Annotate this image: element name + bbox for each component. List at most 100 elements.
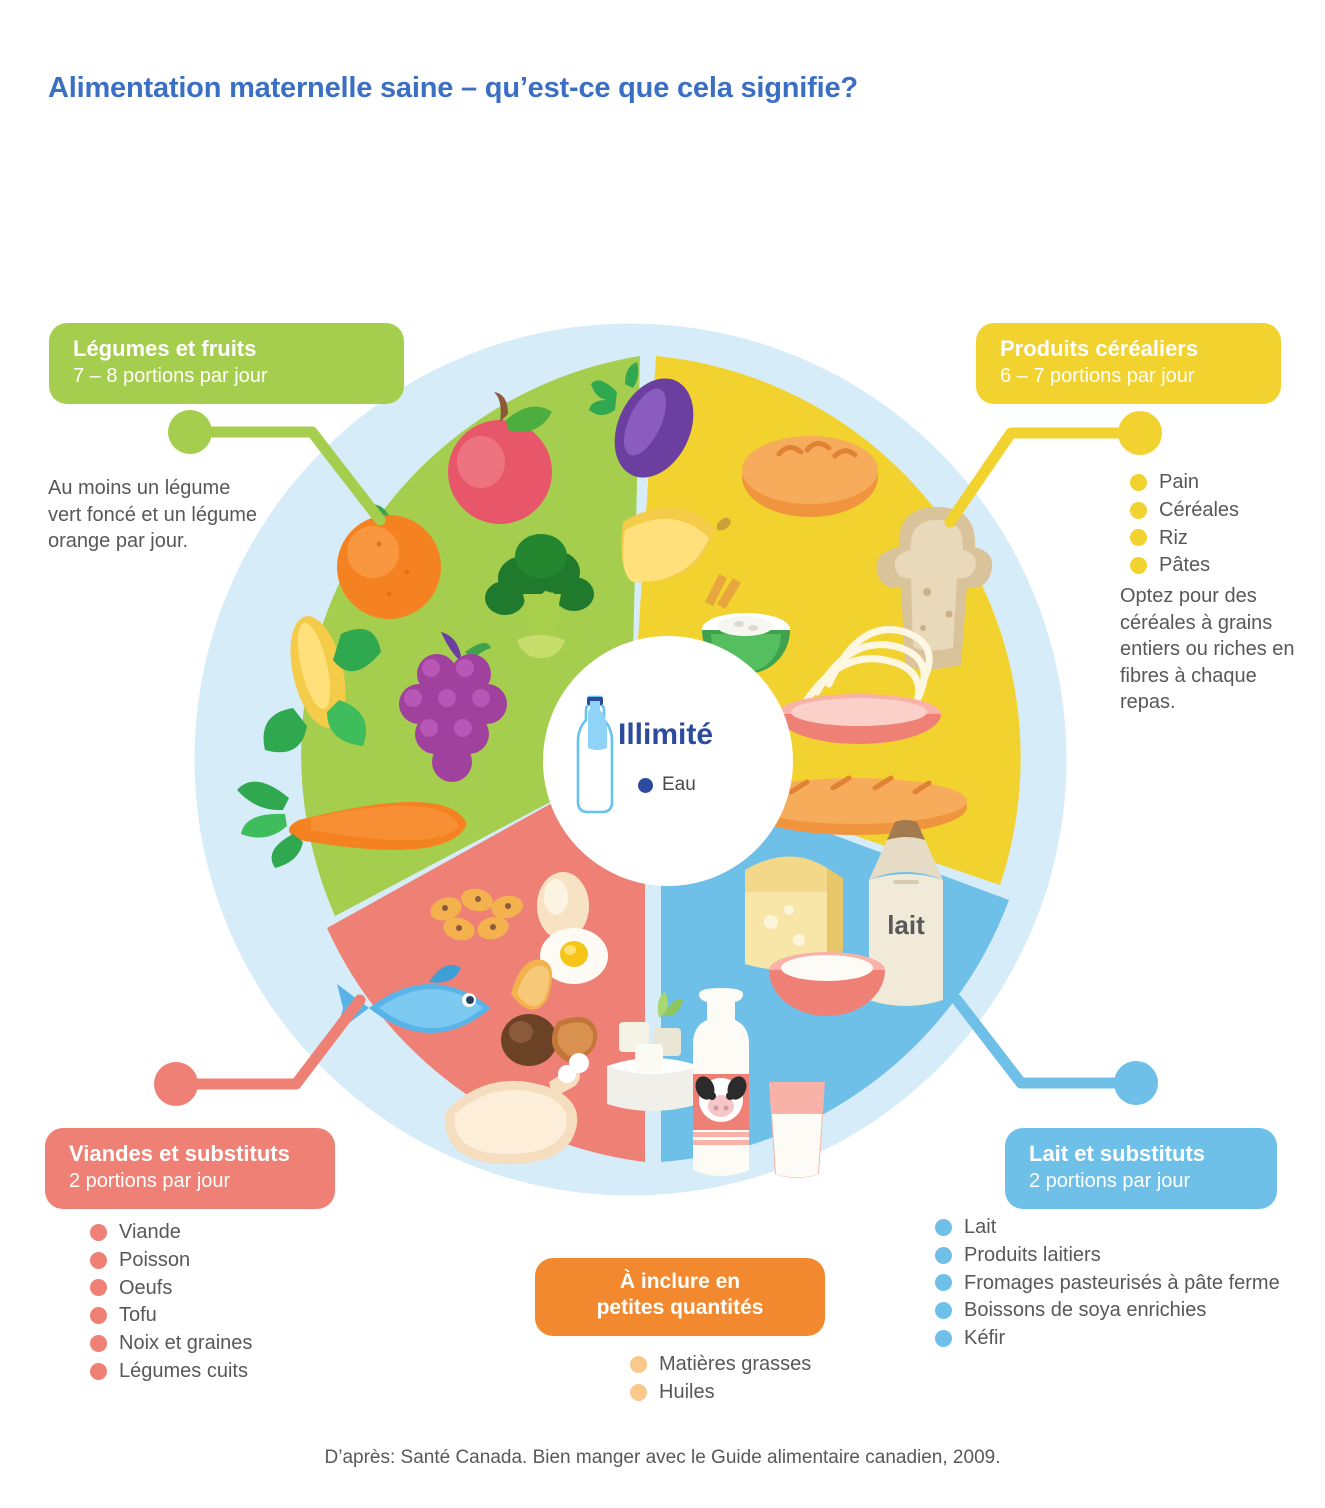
segment-meat [327,759,645,1162]
callout-meat[interactable]: Viandes et substituts 2 portions par jou… [45,1128,335,1210]
bullet-dot-icon [935,1302,952,1320]
bullet-dot-icon [630,1355,647,1373]
note-vegetables: Au moins un légume vert foncé et un légu… [48,477,258,553]
food-icon-milk-glass [769,1082,825,1178]
food-icon-chicken [444,1053,589,1164]
list-item: Noix et graines [90,1331,252,1356]
list-item: Kéfir [935,1326,1280,1351]
food-icon-orange [337,504,441,619]
connector-dot-grains [1118,411,1162,455]
bullet-dot-icon [935,1218,952,1236]
bullet-dot-icon [1130,473,1147,491]
center-water-item: Eau [638,774,696,796]
callout-milk-title: Lait et substituts [1029,1141,1206,1166]
list-item-label: Fromages pasteurisés à pâte ferme [964,1271,1280,1294]
callout-grains-title: Produits céréaliers [1000,336,1199,361]
food-icon-milk-carton: lait [869,820,943,1006]
center-water-label: Eau [662,774,696,795]
page-title: Alimentation maternelle saine – qu’est-c… [48,72,858,104]
list-item-label: Produits laitiers [964,1243,1101,1266]
food-icon-bread-loaf [742,436,878,517]
callout-fats[interactable]: À inclure en petites quantités [535,1258,825,1336]
bullet-dot-icon [90,1223,107,1241]
list-item: Boissons de soya enrichies [935,1298,1280,1323]
list-item: Pâtes [1130,553,1239,578]
food-icon-eggplant [589,362,694,478]
food-icon-carrot [237,781,467,868]
list-item-label: Tofu [119,1304,157,1327]
callout-fats-title-line1: À inclure en [619,1270,741,1293]
bullet-dot-icon [90,1362,107,1380]
list-item-label: Pâtes [1159,554,1211,577]
callout-milk-portions: 2 portions par jour [1029,1170,1191,1193]
bullet-dot-icon [1130,529,1147,547]
food-icon-rice-bowl [702,574,790,674]
list-item: Céréales [1130,498,1239,523]
callout-grains-portions: 6 – 7 portions par jour [1000,365,1195,388]
food-icon-corn [263,616,381,753]
list-item-label: Pain [1159,471,1200,493]
water-bullet-dot [638,777,653,793]
bullet-dot-icon [90,1335,107,1353]
bullet-dot-icon [90,1279,107,1297]
food-icon-beans [430,888,523,941]
list-item: Poisson [90,1248,252,1273]
food-icon-nuts [501,959,598,1066]
list-item-label: Légumes cuits [119,1359,248,1382]
list-fats: Matières grasses Huiles [630,1352,811,1408]
bullet-dot-icon [630,1383,647,1401]
food-icon-banana [621,507,731,583]
list-item-label: Céréales [1159,498,1240,521]
list-item-label: Boissons de soya enrichies [964,1299,1207,1322]
list-meat: Viande Poisson Oeufs Tofu Noix et graine… [90,1220,252,1387]
connector-dot-meat [154,1062,198,1106]
list-item: Légumes cuits [90,1359,252,1384]
list-item: Tofu [90,1303,252,1328]
list-item: Riz [1130,526,1239,551]
list-item: Pain [1130,470,1239,495]
list-item-label: Matières grasses [659,1353,812,1375]
bullet-dot-icon [1130,557,1147,575]
food-icon-spaghetti [777,626,941,744]
list-item: Viande [90,1220,252,1245]
food-icon-broccoli [485,534,594,658]
note-grains: Optez pour des céréales à grains entiers… [1120,585,1295,714]
list-item: Fromages pasteurisés à pâte ferme [935,1271,1280,1296]
list-item-label: Riz [1159,526,1188,549]
list-grains: Pain Céréales Riz Pâtes [1130,470,1239,581]
callout-meat-portions: 2 portions par jour [69,1170,231,1193]
list-item-label: Viande [119,1221,181,1243]
list-item: Produits laitiers [935,1243,1280,1268]
list-item-label: Kéfir [964,1327,1006,1350]
food-icon-apple [448,392,552,524]
food-icon-egg [537,872,608,984]
list-item: Oeufs [90,1276,252,1301]
list-milk: Lait Produits laitiers Fromages pasteuri… [935,1215,1280,1354]
connector-dot-milk [1114,1061,1158,1105]
bullet-dot-icon [1130,501,1147,519]
callout-vegetables[interactable]: Légumes et fruits 7 – 8 portions par jou… [49,323,404,405]
food-guide-wheel: lait [193,322,1068,1197]
list-item: Matières grasses [630,1352,811,1377]
water-bottle-icon [576,695,614,814]
bullet-dot-icon [90,1307,107,1325]
list-item-label: Noix et graines [119,1332,253,1355]
bullet-dot-icon [935,1274,952,1292]
list-item-label: Oeufs [119,1276,173,1299]
food-icon-grapes [399,632,507,782]
list-item: Huiles [630,1380,811,1405]
list-item-label: Poisson [119,1248,191,1271]
callout-meat-title: Viandes et substituts [69,1141,290,1166]
list-item-label: Huiles [659,1380,715,1403]
list-item: Lait [935,1215,1280,1240]
food-icon-milk-bottle [693,988,749,1176]
callout-vegetables-portions: 7 – 8 portions par jour [73,365,268,388]
food-icon-cheese [745,856,843,970]
bullet-dot-icon [935,1330,952,1348]
bullet-dot-icon [935,1246,952,1264]
milk-carton-label: lait [887,910,925,940]
callout-grains[interactable]: Produits céréaliers 6 – 7 portions par j… [976,323,1281,405]
callout-milk[interactable]: Lait et substituts 2 portions par jour [1005,1128,1277,1210]
callout-vegetables-title: Légumes et fruits [73,336,257,361]
list-item-label: Lait [964,1216,997,1238]
